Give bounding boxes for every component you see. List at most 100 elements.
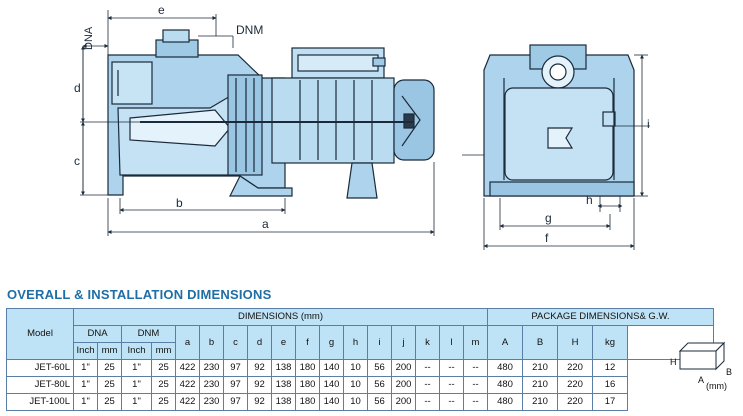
- table-cell: 25: [97, 359, 122, 377]
- header-col: b: [199, 325, 224, 360]
- table-cell: 480: [487, 376, 523, 394]
- table-cell: 140: [319, 359, 344, 377]
- table-cell: 220: [557, 376, 593, 394]
- table-cell: 180: [295, 393, 320, 411]
- dim-label-g: g: [545, 211, 552, 225]
- table-cell: 1": [121, 359, 152, 377]
- header-package: PACKAGE DIMENSIONS& G.W.: [487, 308, 714, 326]
- header-dimensions: DIMENSIONS (mm): [73, 308, 488, 326]
- side-dimension-lines: [80, 10, 435, 236]
- dim-label-i: i: [647, 117, 650, 131]
- table-cell: 220: [557, 359, 593, 377]
- dim-label-dna: DNA: [83, 26, 95, 50]
- table-cell: 1": [121, 393, 152, 411]
- dim-label-e: e: [158, 3, 165, 17]
- header-col: h: [343, 325, 368, 360]
- model-cell: JET-80L: [6, 376, 74, 394]
- table-cell: 92: [247, 359, 272, 377]
- table-cell: --: [415, 359, 440, 377]
- table-cell: 1": [121, 376, 152, 394]
- table-cell: 140: [319, 393, 344, 411]
- table-cell: 56: [367, 359, 392, 377]
- header-col: j: [391, 325, 416, 360]
- table-header-row-2: DNA DNM a b c d e f g h i j k l m A B H …: [7, 325, 714, 360]
- table-cell: 180: [295, 359, 320, 377]
- box-label-b: B: [726, 367, 732, 377]
- header-dnm: DNM: [121, 325, 176, 343]
- table-cell: 422: [175, 376, 200, 394]
- table-cell: 10: [343, 376, 368, 394]
- header-col: B: [522, 325, 558, 360]
- table-cell: 10: [343, 359, 368, 377]
- table-cell: --: [463, 359, 488, 377]
- table-cell: 56: [367, 376, 392, 394]
- table-cell: 92: [247, 376, 272, 394]
- table-cell: 180: [295, 376, 320, 394]
- table-cell: 1": [73, 393, 98, 411]
- table-cell: 422: [175, 359, 200, 377]
- header-col: d: [247, 325, 272, 360]
- table-cell: 480: [487, 359, 523, 377]
- table-cell: 200: [391, 359, 416, 377]
- table-cell: 138: [271, 359, 296, 377]
- table-cell: 138: [271, 376, 296, 394]
- header-unit: mm: [97, 342, 122, 360]
- model-cell: JET-60L: [6, 359, 74, 377]
- box-label-a: A: [698, 375, 704, 385]
- table-cell: --: [439, 376, 464, 394]
- table-header-row-1: Model DIMENSIONS (mm) PACKAGE DIMENSIONS…: [6, 308, 714, 360]
- table-cell: 92: [247, 393, 272, 411]
- header-col: H: [557, 325, 593, 360]
- table-cell: --: [463, 376, 488, 394]
- table-cell: 220: [557, 393, 593, 411]
- table-cell: --: [415, 376, 440, 394]
- header-col: f: [295, 325, 320, 360]
- header-col: A: [487, 325, 523, 360]
- table-cell: 138: [271, 393, 296, 411]
- header-col: c: [223, 325, 248, 360]
- header-col: kg: [592, 325, 628, 360]
- dimensions-table: Model DIMENSIONS (mm) PACKAGE DIMENSIONS…: [6, 308, 714, 411]
- table-cell: 200: [391, 376, 416, 394]
- table-cell: 210: [522, 359, 558, 377]
- header-col: a: [175, 325, 200, 360]
- table-cell: 1": [73, 359, 98, 377]
- table-cell: 97: [223, 393, 248, 411]
- table-cell: 230: [199, 393, 224, 411]
- table-cell: 210: [522, 376, 558, 394]
- header-unit: Inch: [121, 342, 152, 360]
- pump-end-view: [483, 44, 635, 197]
- dim-label-dnm: DNM: [236, 23, 263, 37]
- table-cell: --: [415, 393, 440, 411]
- table-cell: 25: [151, 376, 176, 394]
- header-unit: mm: [151, 342, 176, 360]
- table-cell: 1": [73, 376, 98, 394]
- header-col: k: [415, 325, 440, 360]
- header-col: i: [367, 325, 392, 360]
- model-cell: JET-100L: [6, 393, 74, 411]
- table-cell: 25: [151, 359, 176, 377]
- table-cell: 25: [97, 376, 122, 394]
- box-label-unit: (mm): [706, 381, 727, 391]
- dim-label-a: a: [262, 217, 269, 231]
- table-cell: 140: [319, 376, 344, 394]
- table-cell: 200: [391, 393, 416, 411]
- table-cell: 16: [592, 376, 628, 394]
- pump-side-view: [107, 29, 435, 199]
- table-cell: 422: [175, 393, 200, 411]
- dim-label-d: d: [74, 81, 81, 95]
- dim-label-h: h: [586, 193, 593, 207]
- header-unit: Inch: [73, 342, 98, 360]
- header-col: e: [271, 325, 296, 360]
- table-cell: 56: [367, 393, 392, 411]
- pump-drawing: e DNA DNM d c b a i h g f: [74, 3, 650, 250]
- table-cell: 17: [592, 393, 628, 411]
- header-model: Model: [6, 308, 74, 360]
- box-label-h: H: [670, 357, 677, 367]
- table-cell: 10: [343, 393, 368, 411]
- table-cell: 480: [487, 393, 523, 411]
- header-col: m: [463, 325, 488, 360]
